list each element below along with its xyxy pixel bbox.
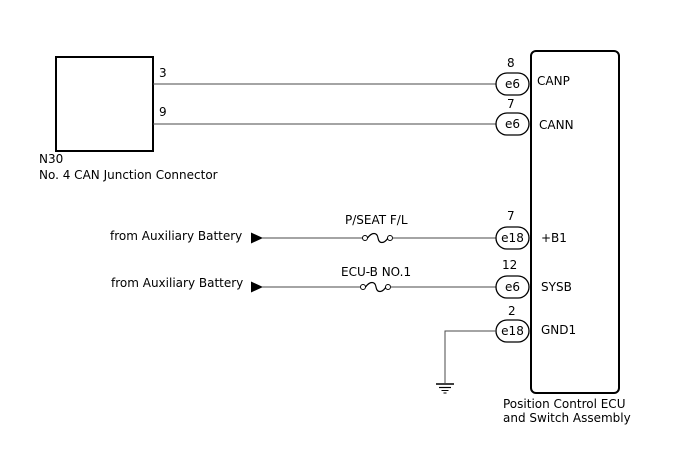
terminal-signal-gnd1: GND1 — [541, 323, 576, 337]
junction-connector-box — [55, 56, 154, 152]
ecu-name-line1: Position Control ECU — [503, 397, 625, 411]
power-source-label-1: from Auxiliary Battery — [110, 229, 242, 243]
terminal-signal-sysb: SYSB — [541, 280, 572, 294]
terminal-connector-label-sysb: e6 — [505, 280, 520, 294]
terminal-connector-label-cann: e6 — [505, 117, 520, 131]
terminal-pin-cann: 7 — [507, 97, 515, 111]
terminal-pin-gnd1: 2 — [508, 304, 516, 318]
fuse-label-1: P/SEAT F/L — [345, 213, 408, 227]
arrow-right-icon — [251, 281, 263, 293]
terminal-connector-label-b1: e18 — [501, 231, 524, 245]
terminal-connector-canp — [495, 72, 530, 96]
connector-pin-3: 3 — [159, 66, 167, 80]
fuse-icon — [362, 232, 393, 244]
ground-icon — [436, 383, 454, 394]
terminal-signal-cann: CANN — [539, 118, 574, 132]
connector-pin-9: 9 — [159, 105, 167, 119]
terminal-pin-b1: 7 — [507, 209, 515, 223]
connector-name: No. 4 CAN Junction Connector — [39, 168, 218, 182]
terminal-signal-canp: CANP — [537, 74, 570, 88]
fuse-icon — [360, 281, 391, 293]
gnd1-wire — [444, 330, 496, 383]
fuse-label-2: ECU-B NO.1 — [341, 265, 411, 279]
terminal-connector-cann — [495, 112, 530, 136]
terminal-signal-b1: +B1 — [541, 231, 567, 245]
terminal-pin-sysb: 12 — [502, 258, 517, 272]
terminal-connector-b1 — [495, 226, 530, 250]
terminal-pin-canp: 8 — [507, 56, 515, 70]
terminal-connector-label-canp: e6 — [505, 77, 520, 91]
ecu-box — [530, 50, 620, 394]
terminal-connector-sysb — [495, 275, 530, 299]
ecu-name-line2: and Switch Assembly — [503, 411, 631, 425]
connector-id: N30 — [39, 152, 63, 166]
power-source-label-2: from Auxiliary Battery — [111, 276, 243, 290]
terminal-connector-label-gnd1: e18 — [501, 324, 524, 338]
arrow-right-icon — [251, 232, 263, 244]
